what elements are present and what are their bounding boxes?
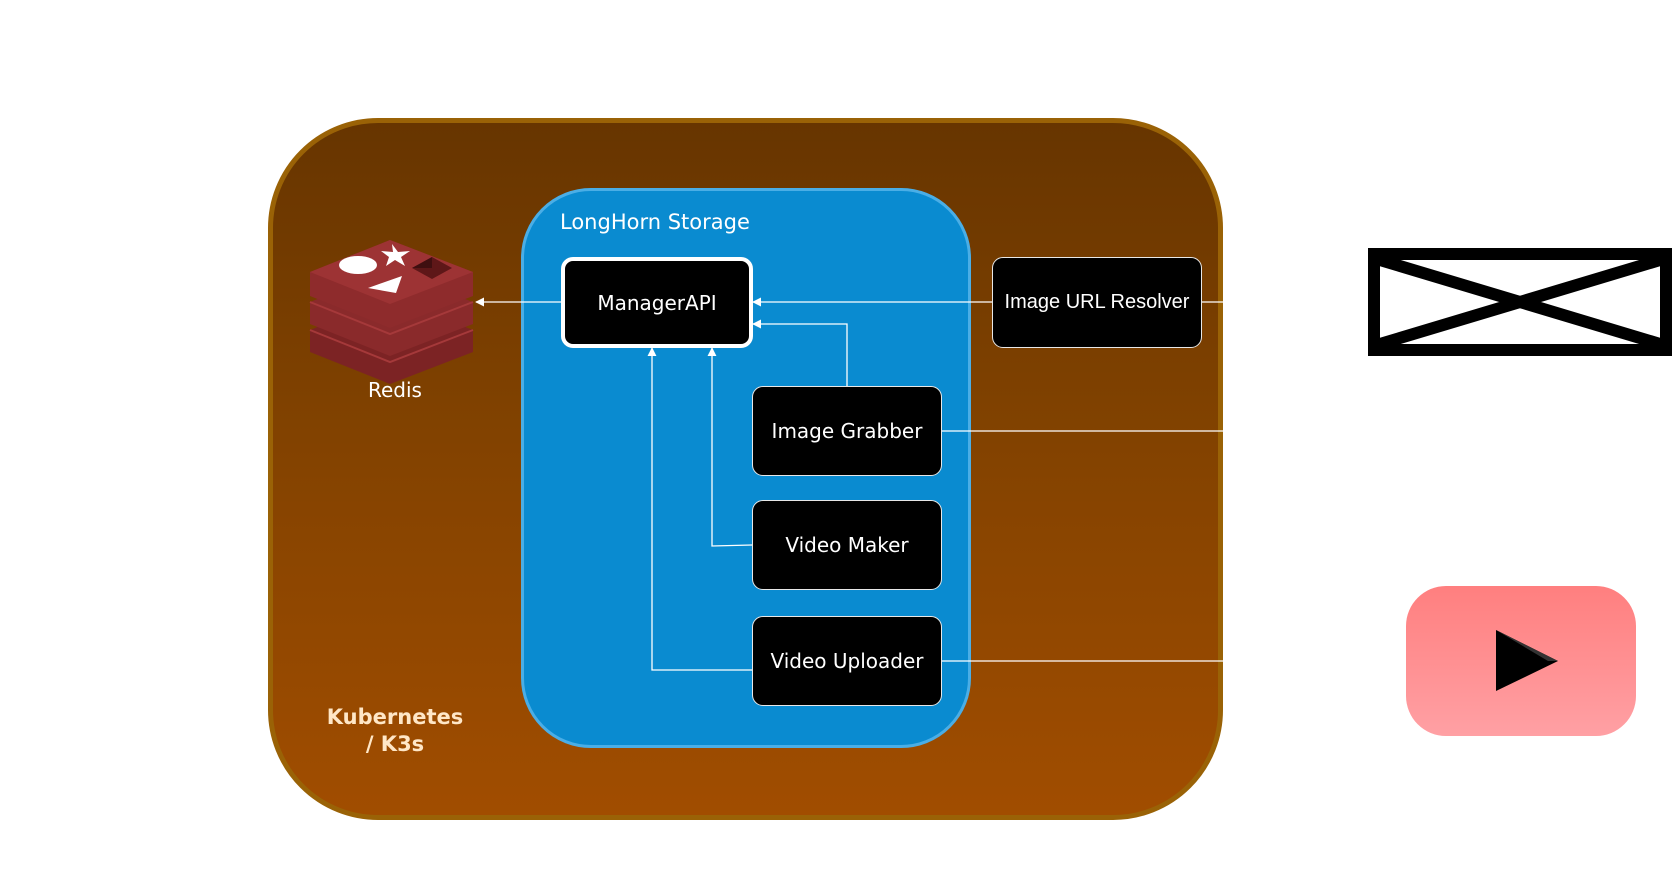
connector-videomaker-to-managerapi [707, 347, 753, 547]
connector-grabber-to-managerapi [752, 319, 848, 386]
kubernetes-cluster-label: Kubernetes / K3s [326, 705, 464, 756]
video-maker-box[interactable]: Video Maker [752, 500, 942, 590]
redis-label: Redis [368, 378, 422, 402]
image-url-resolver-box[interactable]: Image URL Resolver [992, 257, 1202, 348]
image-grabber-box[interactable]: Image Grabber [752, 386, 942, 476]
connector-uploader-to-managerapi [647, 347, 752, 671]
longhorn-storage-label: LongHorn Storage [560, 210, 750, 234]
manager-api-box[interactable]: ManagerAPI [561, 257, 753, 348]
video-uploader-box[interactable]: Video Uploader [752, 616, 942, 706]
